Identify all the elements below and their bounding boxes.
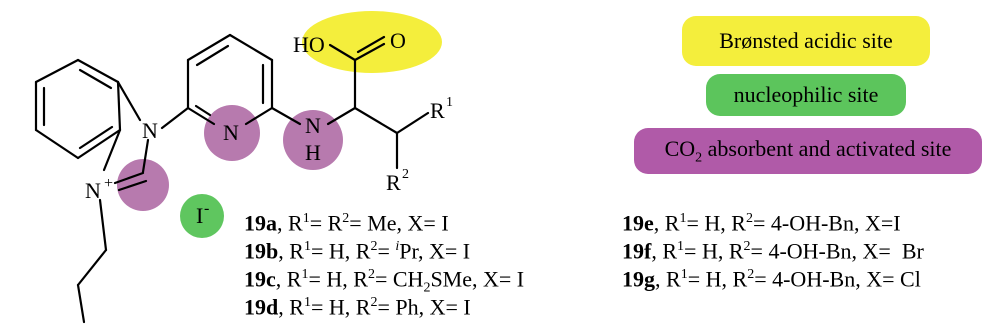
hydroxyl-label: HO: [293, 32, 325, 57]
acid-highlight-ellipse: [302, 11, 442, 73]
legend-acid-text: Brønsted acidic site: [719, 28, 893, 53]
pyridine-n-label: N: [223, 120, 239, 145]
imidazolium-c2-highlight: [117, 159, 169, 211]
compound-19f: 19f, R1= H, R2= 4-OH-Bn, X= Br: [622, 238, 924, 264]
amine-h-label: H: [305, 140, 321, 165]
compound-19b: 19b, R1= H, R2= iPr, X= I: [244, 238, 471, 264]
r1-label: R: [430, 98, 445, 123]
r2-superscript: 2: [402, 167, 409, 182]
legend-co2-text: CO2 absorbent and activated site: [664, 135, 952, 166]
legend-co2-box: CO2 absorbent and activated site: [634, 128, 982, 174]
r1-superscript: 1: [446, 95, 453, 110]
compound-19d: 19d, R1= H, R2= Ph, X= I: [244, 294, 471, 320]
amine-n-label: N: [305, 113, 321, 138]
legend-acid-box: Brønsted acidic site: [682, 16, 930, 66]
imidazolium-n-label: N: [85, 178, 101, 203]
r2-label: R: [386, 170, 401, 195]
compound-19e: 19e, R1= H, R2= 4-OH-Bn, X=I: [622, 210, 901, 236]
bond-lines: [34, 33, 430, 324]
legend-nucleophile-text: nucleophilic site: [733, 82, 879, 107]
carbonyl-oxygen-label: O: [390, 28, 406, 53]
compound-19a: 19a, R1= R2= Me, X= I: [244, 210, 449, 236]
iodide-label: I: [196, 203, 203, 228]
positive-charge-label: +: [104, 175, 113, 192]
iodide-highlight: [180, 194, 224, 238]
imidazole-n-label: N: [142, 118, 158, 143]
legend-nucleophile-box: nucleophilic site: [706, 74, 906, 116]
iodide-charge: -: [204, 200, 209, 217]
pyridine-n-highlight: [204, 105, 260, 161]
compound-19g: 19g, R1= H, R2= 4-OH-Bn, X= Cl: [622, 266, 921, 292]
compound-19c: 19c, R1= H, R2= CH2SMe, X= I: [244, 266, 525, 296]
